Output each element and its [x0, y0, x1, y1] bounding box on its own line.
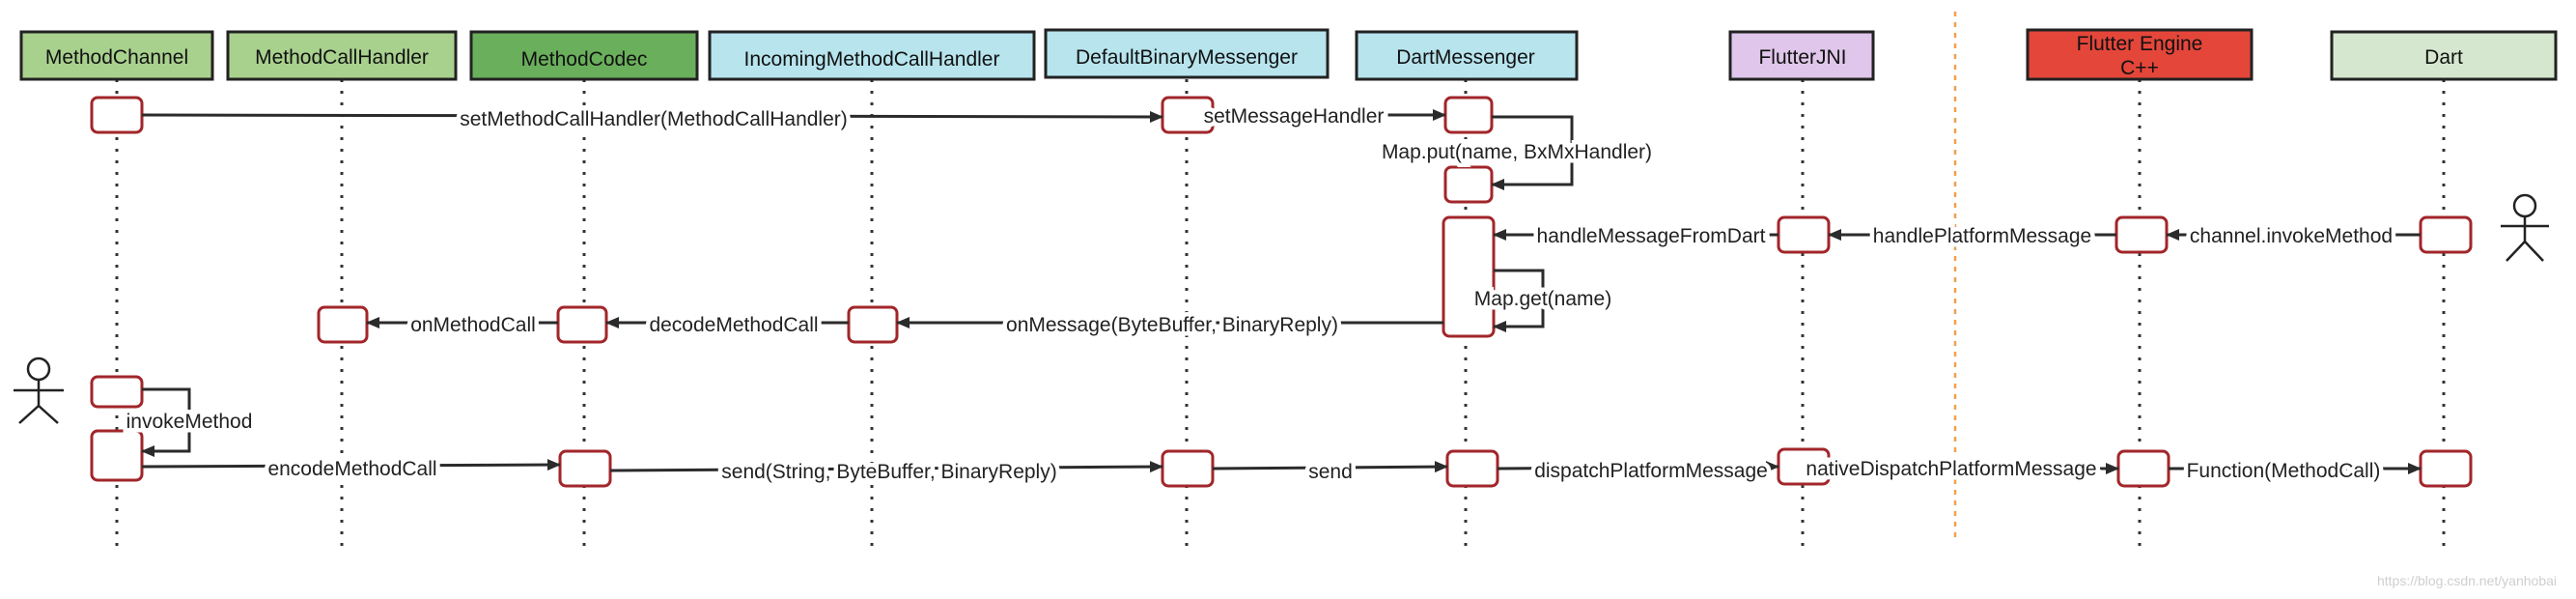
label-on-method-call: onMethodCall: [410, 314, 536, 336]
arrow-map-get: [1493, 269, 1545, 332]
activation-box: [2114, 215, 2169, 254]
actor-dart-side: [2501, 193, 2549, 262]
label-send: send: [1308, 461, 1353, 483]
participant-dart: Dart: [2330, 30, 2558, 81]
label-send-full: send(String, ByteBuffer, BinaryReply): [721, 461, 1056, 483]
activation-box: [1443, 165, 1494, 204]
label-set-message-handler: setMessageHandler: [1204, 105, 1385, 128]
message-arrows: [141, 109, 2422, 474]
participant-label: DefaultBinaryMessenger: [1076, 46, 1298, 69]
participant-method-call-handler: MethodCallHandler: [226, 30, 458, 81]
message-labels: setMethodCallHandler(MethodCallHandler) …: [122, 101, 2396, 488]
activation-box: [90, 96, 144, 134]
label-handle-message-from-dart: handleMessageFromDart: [1537, 225, 1766, 247]
participant-flutter-engine: Flutter Engine C++: [2026, 28, 2254, 81]
arrow-dispatch-platform-message: [1497, 461, 1779, 473]
participant-label: FlutterJNI: [1758, 46, 1846, 69]
label-channel-invoke-method: channel.invokeMethod: [2190, 225, 2393, 247]
participant-box: [1044, 28, 1330, 79]
participant-box: [1728, 30, 1875, 81]
participant-box: [19, 30, 214, 81]
label-native-dispatch-platform-message: nativeDispatchPlatformMessage: [1806, 458, 2096, 480]
activation-box: [1777, 215, 1831, 254]
participant-label-line2: C++: [2120, 57, 2159, 79]
arrow-set-method-call-handler: [141, 110, 1163, 123]
arrow-send-full: [609, 461, 1163, 473]
activation-box: [847, 305, 899, 344]
arrow-encode-method-call: [141, 459, 561, 471]
label-invoke-method: invokeMethod: [126, 411, 253, 433]
label-dispatch-platform-message: dispatchPlatformMessage: [1534, 460, 1768, 482]
participant-method-channel: MethodChannel: [19, 30, 214, 81]
participant-label: DartMessenger: [1396, 46, 1535, 69]
label-handle-platform-message: handlePlatformMessage: [1873, 225, 2091, 247]
participant-label: Dart: [2424, 46, 2463, 69]
arrow-send: [1212, 461, 1448, 473]
activation-box: [90, 429, 144, 482]
participant-label: IncomingMethodCallHandler: [744, 48, 1000, 71]
activation-box: [2116, 449, 2170, 488]
participant-box: [226, 30, 458, 81]
participant-method-codec: MethodCodec: [469, 30, 699, 81]
arrow-invoke-method: [141, 387, 191, 457]
activations: [90, 96, 2473, 488]
arrow-map-put: [1491, 115, 1574, 190]
activation-box: [1445, 449, 1499, 488]
activation-box: [556, 305, 608, 344]
watermark: https://blog.csdn.net/yanhobai: [2377, 573, 2557, 588]
participant-label: Flutter Engine: [2077, 33, 2203, 55]
participant-box: [1355, 30, 1579, 81]
activation-box: [2419, 449, 2473, 488]
label-map-get: Map.get(name): [1474, 288, 1611, 310]
participant-box: [708, 30, 1036, 81]
participant-label: MethodCodec: [521, 48, 648, 71]
participant-incoming-method-call-handler: IncomingMethodCallHandler: [708, 30, 1036, 81]
activation-box: [317, 305, 369, 344]
label-encode-method-call: encodeMethodCall: [267, 458, 436, 480]
activation-box: [558, 449, 612, 488]
participant-label: MethodCallHandler: [255, 46, 429, 69]
activation-box: [1443, 96, 1494, 134]
activation-box: [1161, 449, 1215, 488]
label-set-method-call-handler: setMethodCallHandler(MethodCallHandler): [460, 108, 848, 130]
label-function-method-call: Function(MethodCall): [2187, 460, 2381, 482]
participant-box: [2026, 28, 2254, 81]
participant-box: [469, 30, 699, 81]
label-map-put: Map.put(name, BxMxHandler): [1382, 141, 1652, 163]
participant-dart-messenger: DartMessenger: [1355, 30, 1579, 81]
participant-flutter-jni: FlutterJNI: [1728, 30, 1875, 81]
label-decode-method-call: decodeMethodCall: [649, 314, 818, 336]
activation-box: [2419, 215, 2473, 254]
participant-default-binary-messenger: DefaultBinaryMessenger: [1044, 28, 1330, 79]
participant-label: MethodChannel: [45, 46, 188, 69]
participant-box: [2330, 30, 2558, 81]
actor-platform-side: [14, 357, 64, 424]
activation-box: [1442, 215, 1496, 338]
label-on-message: onMessage(ByteBuffer, BinaryReply): [1006, 314, 1338, 336]
activation-box: [90, 375, 144, 409]
